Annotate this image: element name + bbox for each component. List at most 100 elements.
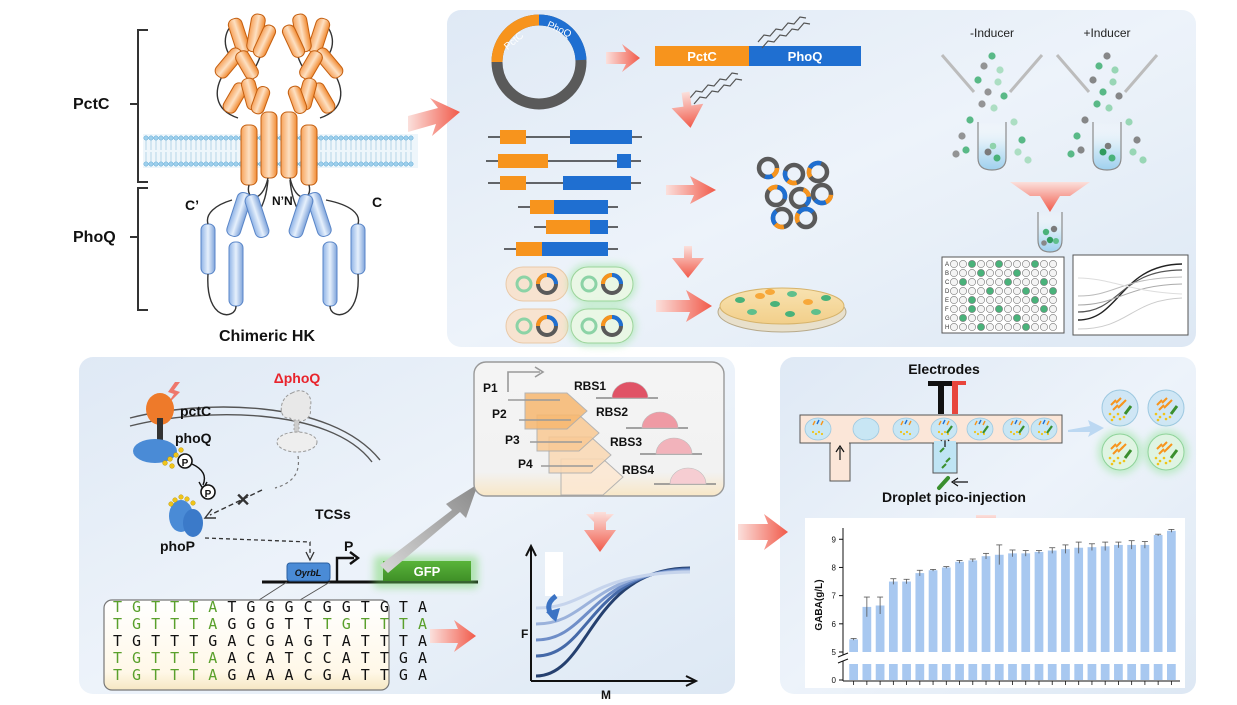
rbs-variant-label: RBS4 bbox=[622, 463, 654, 477]
arrow-seq-to-response bbox=[430, 620, 476, 652]
sequence-row: T G T T T A G G G T T T G T T T A bbox=[113, 615, 428, 633]
pooled-tube bbox=[1037, 212, 1063, 253]
promoter-variant-label: P4 bbox=[518, 457, 533, 471]
electrodes-label: Electrodes bbox=[908, 361, 980, 377]
gaba-bar bbox=[1021, 553, 1031, 652]
response-x-label: M bbox=[601, 688, 611, 702]
gaba-bar-lower bbox=[994, 664, 1004, 680]
arrow-pool-down bbox=[1010, 182, 1090, 212]
rbs-shape bbox=[611, 381, 649, 399]
svg-text:P: P bbox=[205, 489, 212, 500]
sequence-row: T G T T T G A C G A G T A T T T A bbox=[113, 632, 428, 650]
gaba-bar-lower bbox=[968, 664, 978, 680]
plasmid: PctC PhoQ bbox=[491, 14, 587, 110]
rbs-shape bbox=[655, 437, 693, 455]
delta-phoq-label: ΔphoQ bbox=[274, 370, 321, 386]
rbs-shape bbox=[669, 467, 707, 485]
y-tick-label: 9 bbox=[832, 535, 837, 544]
y-tick-label: 8 bbox=[832, 563, 837, 572]
phosphate-2 bbox=[200, 484, 216, 500]
arrow-to-screening bbox=[738, 514, 788, 550]
primer-bottom bbox=[689, 72, 743, 105]
fusion-phoq-label: PhoQ bbox=[788, 49, 823, 64]
svg-text:P: P bbox=[182, 458, 189, 469]
pctc-domain-label: PctC bbox=[73, 96, 110, 113]
induction-tubes bbox=[940, 52, 1159, 171]
gaba-bar-lower bbox=[1047, 664, 1057, 680]
chimeric-hk-caption: Chimeric HK bbox=[219, 328, 315, 345]
gaba-bar bbox=[1087, 547, 1097, 652]
pico-injection-caption: Droplet pico-injection bbox=[882, 489, 1026, 505]
promoter-variant-label: P2 bbox=[492, 407, 507, 421]
gaba-bar-lower bbox=[849, 664, 858, 680]
gaba-bar bbox=[941, 567, 951, 652]
axis-break-mark bbox=[837, 658, 849, 664]
gaba-bar-lower bbox=[888, 664, 898, 680]
plate-row-label: C bbox=[945, 280, 950, 286]
gaba-bar-lower bbox=[1034, 664, 1044, 680]
phoq-cytoplasmic-domain bbox=[200, 179, 366, 316]
rbs-shape bbox=[641, 411, 679, 429]
gaba-bar bbox=[1167, 530, 1176, 652]
gaba-bar bbox=[915, 573, 925, 652]
minus-inducer-label: -Inducer bbox=[970, 26, 1014, 40]
primer-top bbox=[757, 16, 811, 49]
phoq-gene-label: phoQ bbox=[175, 430, 212, 446]
gaba-bar bbox=[1061, 549, 1070, 652]
gaba-bar bbox=[862, 606, 872, 652]
promoter-box bbox=[286, 562, 331, 582]
pctc-gene-label: pctC bbox=[180, 403, 211, 419]
gaba-bar-lower bbox=[1074, 664, 1084, 680]
gaba-bar bbox=[888, 581, 898, 652]
gaba-bar-lower bbox=[1008, 664, 1017, 680]
gaba-bar bbox=[994, 554, 1004, 652]
axis-break-mark bbox=[837, 652, 849, 658]
gaba-bar bbox=[1034, 551, 1044, 652]
response-curves-small bbox=[1072, 254, 1189, 336]
svg-text:OyrbL: OyrbL bbox=[295, 568, 322, 578]
chart-bars bbox=[849, 529, 1176, 685]
phoq-bracket bbox=[137, 187, 148, 311]
gaba-bar-lower bbox=[862, 664, 872, 680]
phosphate-1 bbox=[177, 453, 193, 469]
y-tick-label: 0 bbox=[832, 676, 837, 685]
n-terminal-label: N’N bbox=[272, 194, 293, 208]
fusion-gene: PctC PhoQ bbox=[655, 16, 861, 105]
gaba-bar-lower bbox=[981, 664, 991, 680]
y-tick-label: 5 bbox=[832, 648, 837, 657]
arrow-hk-to-library bbox=[408, 98, 460, 136]
gaba-bar-lower bbox=[955, 664, 964, 680]
gaba-bar-lower bbox=[1087, 664, 1097, 680]
gaba-bar-lower bbox=[1021, 664, 1031, 680]
gfp-label: GFP bbox=[414, 564, 441, 579]
plate-row-label: F bbox=[945, 307, 949, 313]
gaba-bar-lower bbox=[1114, 664, 1123, 680]
c-prime-label: C’ bbox=[185, 197, 199, 213]
gaba-bar-lower bbox=[941, 664, 951, 680]
response-curves: F M bbox=[521, 543, 699, 702]
arrow-fragments-to-plasmids bbox=[666, 176, 716, 204]
promoter-p-label: P bbox=[344, 538, 353, 554]
gaba-bar bbox=[1114, 544, 1123, 652]
gaba-bar-lower bbox=[1061, 664, 1070, 680]
plate-row-label: B bbox=[945, 271, 949, 277]
plate-row-label: E bbox=[945, 298, 949, 304]
gaba-bar bbox=[981, 556, 991, 652]
microfluidic-device: Electrodes Droplet pico-injection bbox=[799, 361, 1188, 505]
chimeric-hk-diagram: PctC PhoQ bbox=[73, 13, 418, 345]
y-tick-label: 6 bbox=[832, 620, 837, 629]
gaba-bar bbox=[1074, 547, 1084, 652]
transformed-cells bbox=[505, 264, 636, 346]
pctc-sensor-right bbox=[280, 13, 344, 198]
gaba-bar-lower bbox=[915, 664, 925, 680]
rbs-variant-label: RBS3 bbox=[610, 435, 642, 449]
gaba-bar bbox=[902, 581, 911, 652]
signaling-circuit: pctC phoQ P P phoP ΔphoQ ✕ TCSs OyrbL P bbox=[129, 370, 478, 601]
electrode-black bbox=[928, 381, 952, 414]
chart-y-label: GABA(g/L) bbox=[814, 579, 825, 630]
gaba-bar-lower bbox=[875, 664, 885, 680]
arrow-to-rbs-panel bbox=[380, 484, 478, 573]
